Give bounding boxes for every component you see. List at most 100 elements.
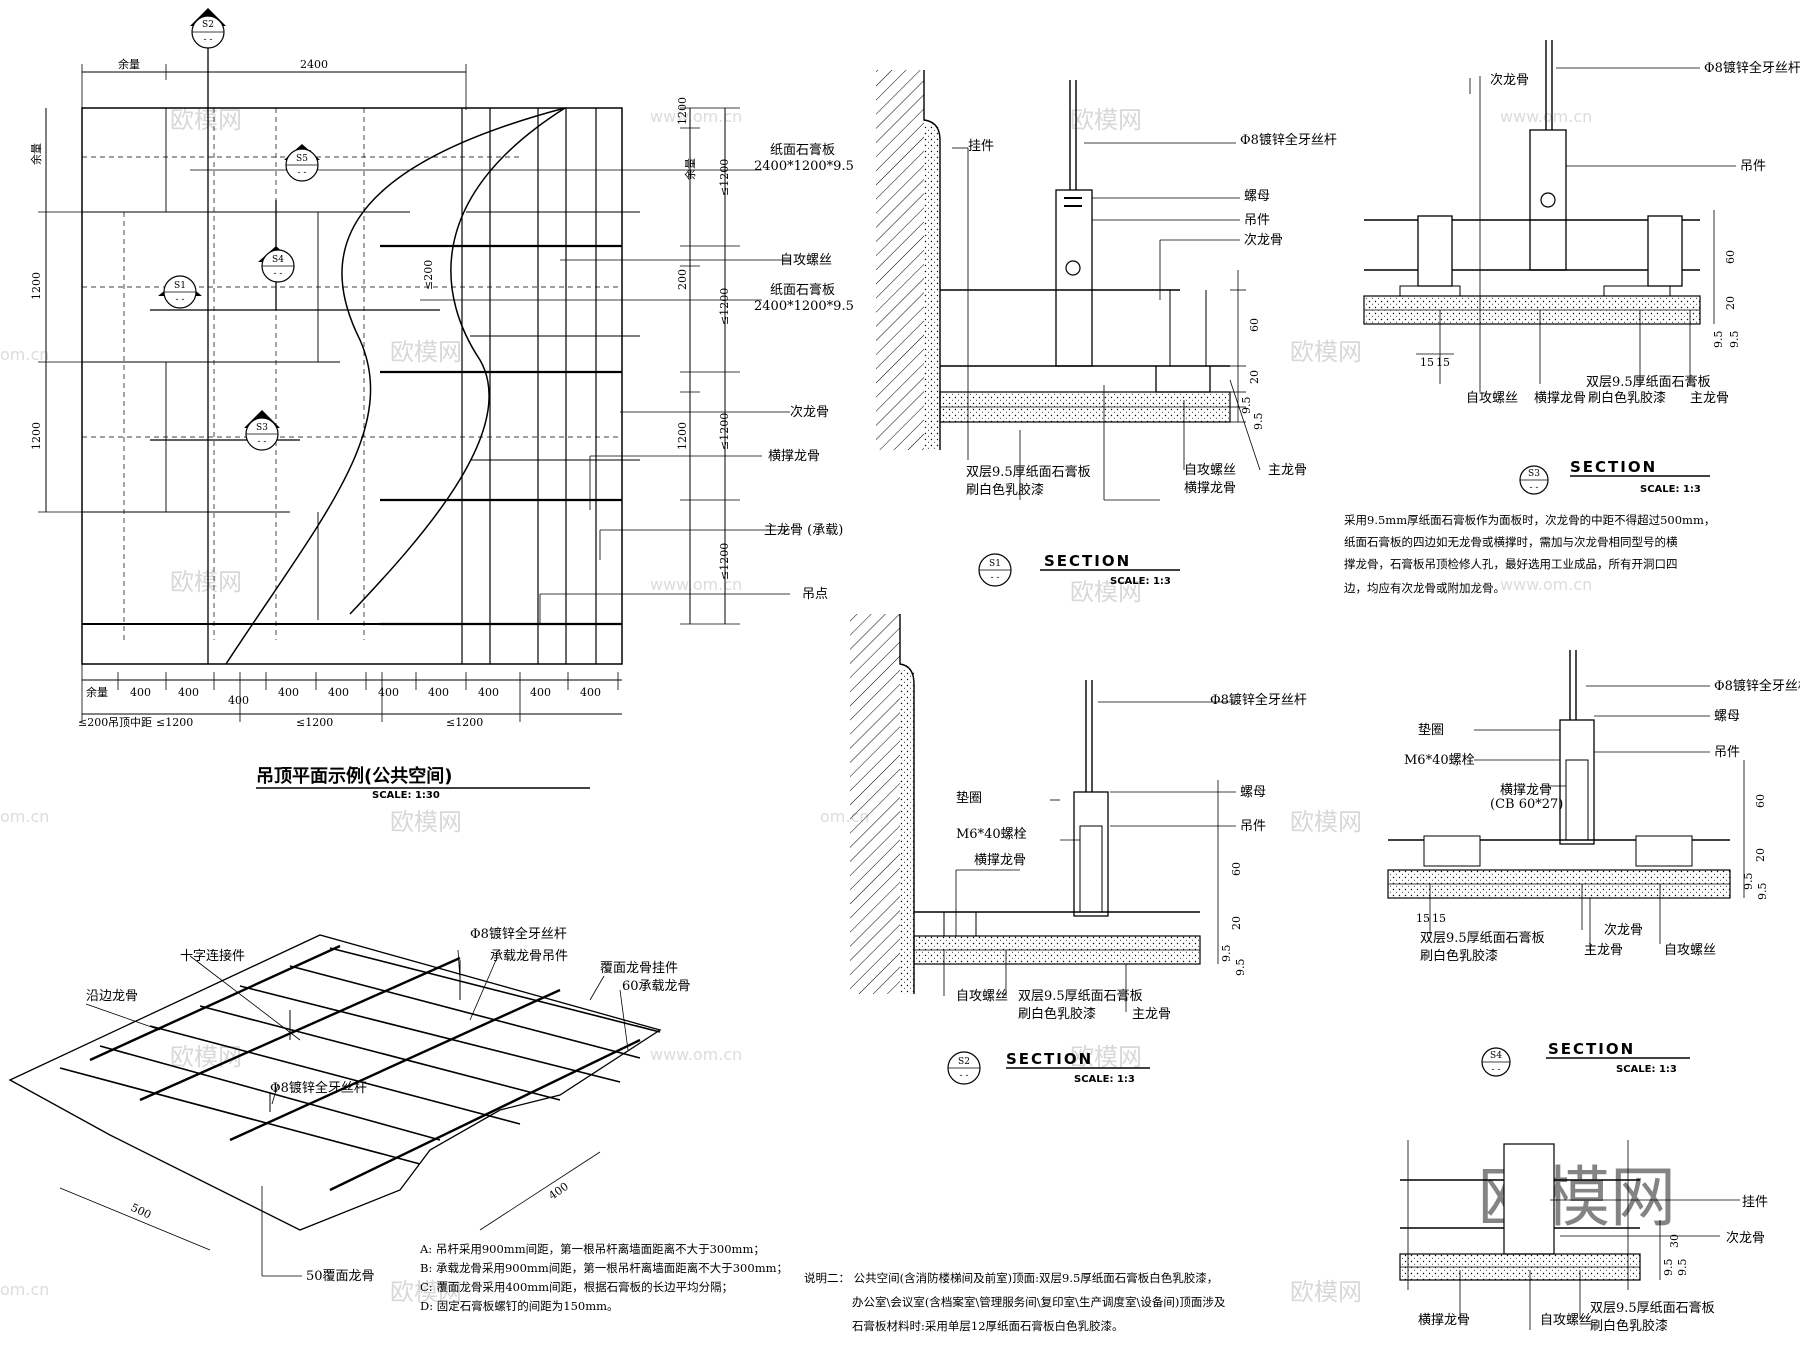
s3-note-line: 纸面石膏板的四边如无龙骨或横撑时，需加与次龙骨相同型号的横 (1344, 535, 1678, 549)
marker-sub: - - (176, 295, 185, 305)
s3-mark-sub: - - (1530, 483, 1539, 493)
s1-label: 自攻螺丝 (1184, 463, 1236, 478)
dim-right: 1200 (676, 422, 689, 450)
watermark-url: om.cn (0, 1280, 49, 1299)
dim-bottom: 400 (328, 686, 349, 699)
bottom-notes: 说明二： 公共空间(含消防楼梯间及前室)顶面:双层9.5厚纸面石膏板白色乳胶漆，… (804, 1271, 1226, 1333)
s2-label: Φ8镀锌全牙丝杆 (1210, 692, 1307, 708)
s1-label: 吊件 (1244, 213, 1270, 228)
s2-label: 刷白色乳胶漆 (1018, 1006, 1096, 1022)
s4-label: 自攻螺丝 (1664, 943, 1716, 958)
s5-label: 双层9.5厚纸面石膏板 (1590, 1300, 1715, 1316)
s4-dim: 9.5 (1742, 873, 1755, 891)
bottom-note-line: 石膏板材料时:采用单层12厚纸面石膏板白色乳胶漆。 (852, 1319, 1124, 1333)
s1-scale: SCALE: 1:3 (1110, 576, 1171, 587)
dim-bottom: 400 (130, 686, 151, 699)
s3-note-line: 采用9.5mm厚纸面石膏板作为面板时，次龙骨的中距不得超过500mm， (1344, 513, 1715, 527)
callout-board-size: 2400*1200*9.5 (754, 159, 854, 174)
axon-note: B: 承载龙骨采用900mm间距，第一根吊杆离墙面距离不大于300mm； (420, 1261, 788, 1275)
s3-label: 双层9.5厚纸面石膏板 (1586, 374, 1711, 390)
s2-label: 自攻螺丝 (956, 989, 1008, 1004)
s1-label: 次龙骨 (1244, 232, 1283, 248)
s1-label: 主龙骨 (1268, 463, 1307, 478)
s1-dim: 20 (1248, 370, 1261, 384)
s4-label: 双层9.5厚纸面石膏板 (1420, 930, 1545, 946)
watermark-url: www.om.cn (650, 107, 742, 126)
s4-label: M6*40螺栓 (1404, 753, 1475, 768)
s4-label: 刷白色乳胶漆 (1420, 948, 1498, 964)
watermark-brand: 欧模网 (390, 808, 462, 836)
plan-markers: S2 - - S5 - - S4 - - S1 - - (158, 8, 320, 451)
callout-screw: 自攻螺丝 (780, 253, 832, 268)
dim-right: ≤1200 (718, 159, 731, 196)
s3-label: 横撑龙骨 (1534, 391, 1586, 406)
s1-label: 横撑龙骨 (1184, 481, 1236, 496)
s2-dim: 9.5 (1234, 959, 1247, 977)
s4-label: 次龙骨 (1604, 922, 1643, 938)
s3-scale: SCALE: 1:3 (1640, 484, 1701, 495)
marker-s3: S3 - - (244, 410, 280, 451)
s4-dim: 60 (1754, 794, 1767, 808)
dim-bottom-row2: ≤1200 (156, 716, 193, 729)
s2-mark-sub: - - (960, 1071, 969, 1081)
watermark-url: www.om.cn (1500, 575, 1592, 594)
s4-mark: S4 (1490, 1051, 1502, 1061)
dim-bottom: 400 (378, 686, 399, 699)
marker-label: S2 (202, 20, 214, 30)
callout-cross-joist: 横撑龙骨 (768, 449, 820, 464)
dim-bottom: 400 (278, 686, 299, 699)
callout-board-size: 2400*1200*9.5 (754, 299, 854, 314)
dim-right: 200 (676, 269, 689, 290)
s3-label: 自攻螺丝 (1466, 391, 1518, 406)
dim-right: 1200 (676, 97, 689, 125)
callout-secondary-joist: 次龙骨 (790, 404, 829, 420)
s1-dim: 60 (1248, 318, 1261, 332)
axonometric-grid (8, 934, 662, 1277)
s4-section-title: SECTION (1548, 1040, 1635, 1058)
dim-top-margin: 余量 (118, 57, 140, 71)
s2-mark: S2 (958, 1057, 970, 1067)
section-s2 (850, 614, 1236, 1085)
s3-dim: 20 (1724, 296, 1737, 310)
s3-section-title: SECTION (1570, 458, 1657, 476)
section-s4 (1387, 650, 1745, 1077)
watermark-brand: 欧模网 (170, 568, 242, 596)
section-s2-text: Φ8镀锌全牙丝杆 垫圈 螺母 M6*40螺栓 吊件 横撑龙骨 自攻螺丝 双层9.… (956, 692, 1307, 1085)
s2-dim: 60 (1230, 862, 1243, 876)
watermark-url: om.cn (0, 345, 49, 364)
s4-dim: 15 (1416, 912, 1430, 925)
marker-sub: - - (274, 269, 283, 279)
watermark-brand: 欧模网 (1070, 1043, 1142, 1071)
dim-bottom: 400 (478, 686, 499, 699)
marker-label: S4 (272, 255, 284, 265)
dim-bottom: 400 (228, 694, 249, 707)
axon-label: 覆面龙骨挂件 (600, 961, 678, 976)
bottom-note-line: 说明二： 公共空间(含消防楼梯间及前室)顶面:双层9.5厚纸面石膏板白色乳胶漆， (804, 1271, 1218, 1285)
s2-scale: SCALE: 1:3 (1074, 1074, 1135, 1085)
s4-label: Φ8镀锌全牙丝杆 (1714, 678, 1800, 694)
s3-mark: S3 (1528, 469, 1540, 479)
s2-label: M6*40螺栓 (956, 827, 1027, 842)
s1-dim: 9.5 (1252, 413, 1265, 431)
axon-note: A: 吊杆采用900mm间距，第一根吊杆离墙面距离不大于300mm； (419, 1242, 765, 1256)
s5-dim: 30 (1668, 1234, 1681, 1248)
marker-s5: S5 - - (284, 144, 320, 182)
marker-label: S3 (256, 423, 268, 433)
dim-200: ≤200 (422, 260, 435, 290)
axon-label: Φ8镀锌全牙丝杆 (270, 1080, 367, 1096)
watermark-brand: 欧模网 (1290, 1278, 1362, 1306)
watermark-brand: 欧模网 (1070, 106, 1142, 134)
s4-scale: SCALE: 1:3 (1616, 1064, 1677, 1075)
marker-s1: S1 - - (158, 275, 202, 309)
dim-bottom-row2: ≤1200 (446, 716, 483, 729)
dim-top: 2400 (300, 58, 328, 71)
s1-label: 挂件 (968, 139, 994, 154)
s1-label: 刷白色乳胶漆 (966, 482, 1044, 498)
section-s5 (1399, 1140, 1740, 1330)
section-s1-text: 挂件 Φ8镀锌全牙丝杆 螺母 吊件 次龙骨 双层9.5厚纸面石膏板 刷白色乳胶漆… (966, 132, 1337, 587)
s4-label: 垫圈 (1418, 722, 1444, 738)
s1-dim: 9.5 (1240, 397, 1253, 415)
ceiling-plan (38, 30, 790, 722)
s1-mark: S1 (989, 559, 1001, 569)
axon-label: 50覆面龙骨 (306, 1269, 375, 1284)
